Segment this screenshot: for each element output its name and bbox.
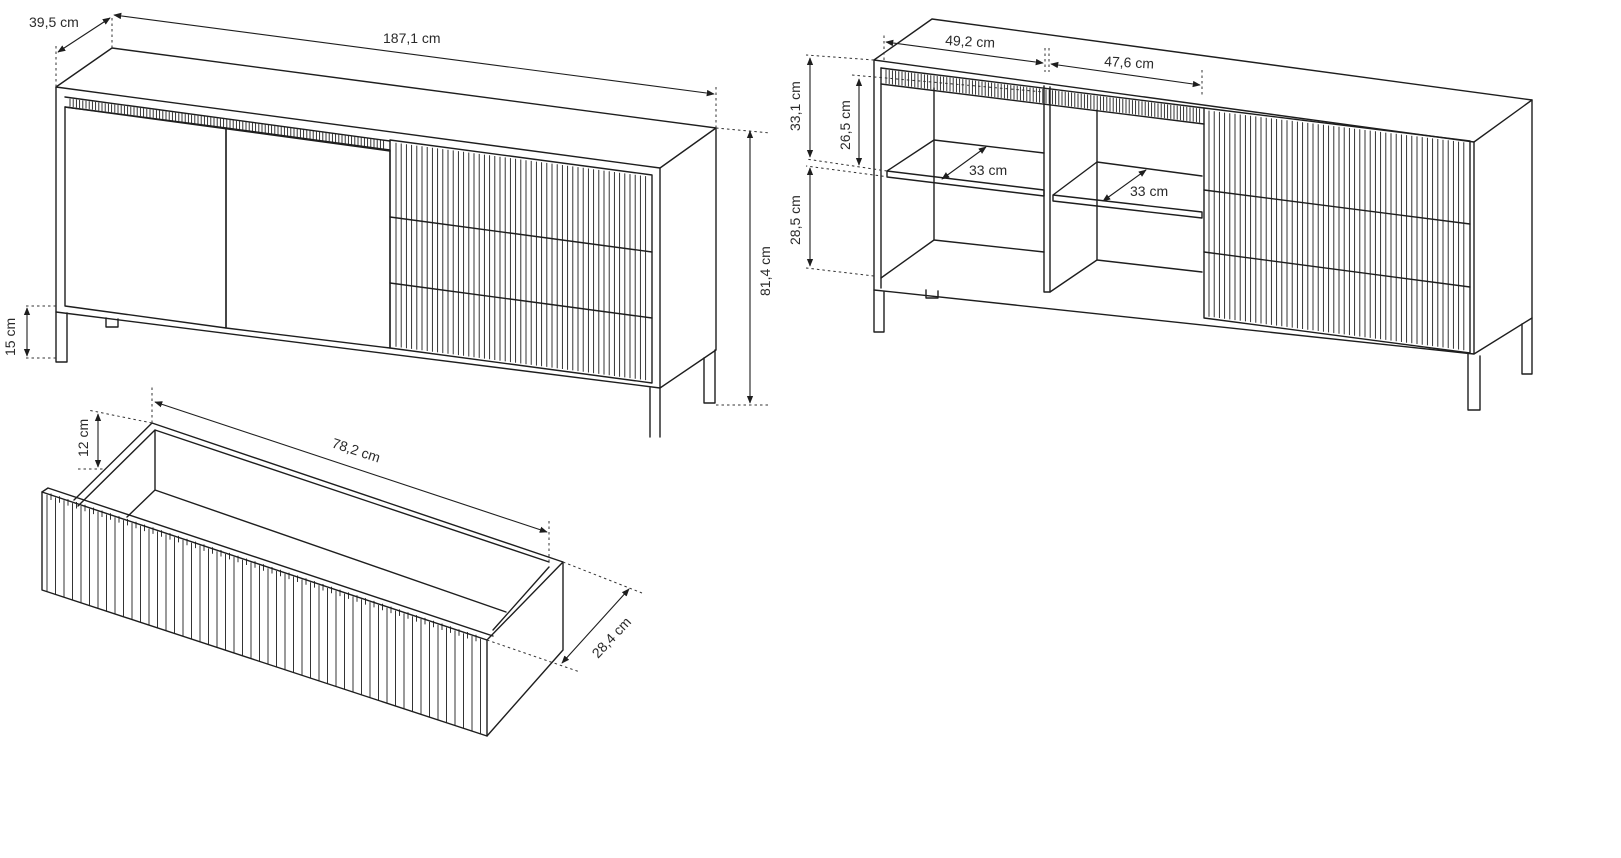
compartment-right-width-label: 47,6 cm xyxy=(1104,53,1155,72)
drawer-depth-label: 28,4 cm xyxy=(588,614,634,661)
height-label: 81,4 cm xyxy=(757,246,773,296)
back-foot xyxy=(105,317,119,328)
legs-label: 15 cm xyxy=(2,318,18,356)
left-door xyxy=(64,106,227,329)
middle-partition xyxy=(1043,85,1051,293)
drawer-view xyxy=(41,422,564,737)
drawer-front-top-edge xyxy=(41,487,494,637)
sideboard-closed-view xyxy=(55,47,717,438)
fluting-drawers xyxy=(395,142,647,381)
frame-open xyxy=(873,59,1533,355)
drawer-height-label: 12 cm xyxy=(75,419,91,457)
middle-door xyxy=(225,127,391,349)
compartment-left-width-label: 49,2 cm xyxy=(945,32,996,51)
open-back-right-leg xyxy=(1521,317,1533,375)
front-frame xyxy=(55,86,717,389)
sideboard-open-view xyxy=(873,18,1533,411)
back-right-leg xyxy=(703,349,716,404)
open-front-left-leg xyxy=(873,289,885,333)
sideboard-closed-dimensions: 39,5 cm 187,1 cm 81,4 cm 15 cm xyxy=(2,12,773,406)
right-door-divider-1 xyxy=(1203,189,1471,225)
drawer-width-label: 78,2 cm xyxy=(330,435,382,466)
sideboard-open-dimensions: 49,2 cm 47,6 cm 33,1 cm 26,5 cm 28,5 cm … xyxy=(787,32,1203,277)
fluting-top-strip-open xyxy=(885,69,1201,123)
lower-height-label: 28,5 cm xyxy=(787,195,803,245)
right-door-divider-2 xyxy=(1203,251,1471,288)
depth-label: 39,5 cm xyxy=(29,14,79,30)
right-fluted-door xyxy=(1203,107,1471,354)
fluting-right-door xyxy=(1208,110,1465,351)
top-fluted-strip-open xyxy=(880,67,1205,125)
upper-height-total-label: 33,1 cm xyxy=(787,81,803,131)
fluting-drawer-front xyxy=(46,493,481,734)
right-shelf xyxy=(1052,161,1203,219)
upper-height-inner-label: 26,5 cm xyxy=(837,100,853,150)
front-left-leg xyxy=(55,311,68,363)
shelf-right-depth-label: 33 cm xyxy=(1130,183,1168,199)
left-shelf xyxy=(886,139,1045,197)
width-label: 187,1 cm xyxy=(383,30,441,46)
shelf-left-depth-label: 33 cm xyxy=(969,162,1007,178)
top-fluted-strip xyxy=(64,96,391,152)
open-front-right-leg xyxy=(1467,353,1481,411)
bottom-shelf xyxy=(880,239,1098,293)
open-back-foot xyxy=(925,289,939,299)
drawer-box xyxy=(73,422,564,737)
fluting-top-strip xyxy=(69,98,385,150)
drawer-front-panel xyxy=(389,139,653,384)
front-right-leg xyxy=(649,387,661,438)
